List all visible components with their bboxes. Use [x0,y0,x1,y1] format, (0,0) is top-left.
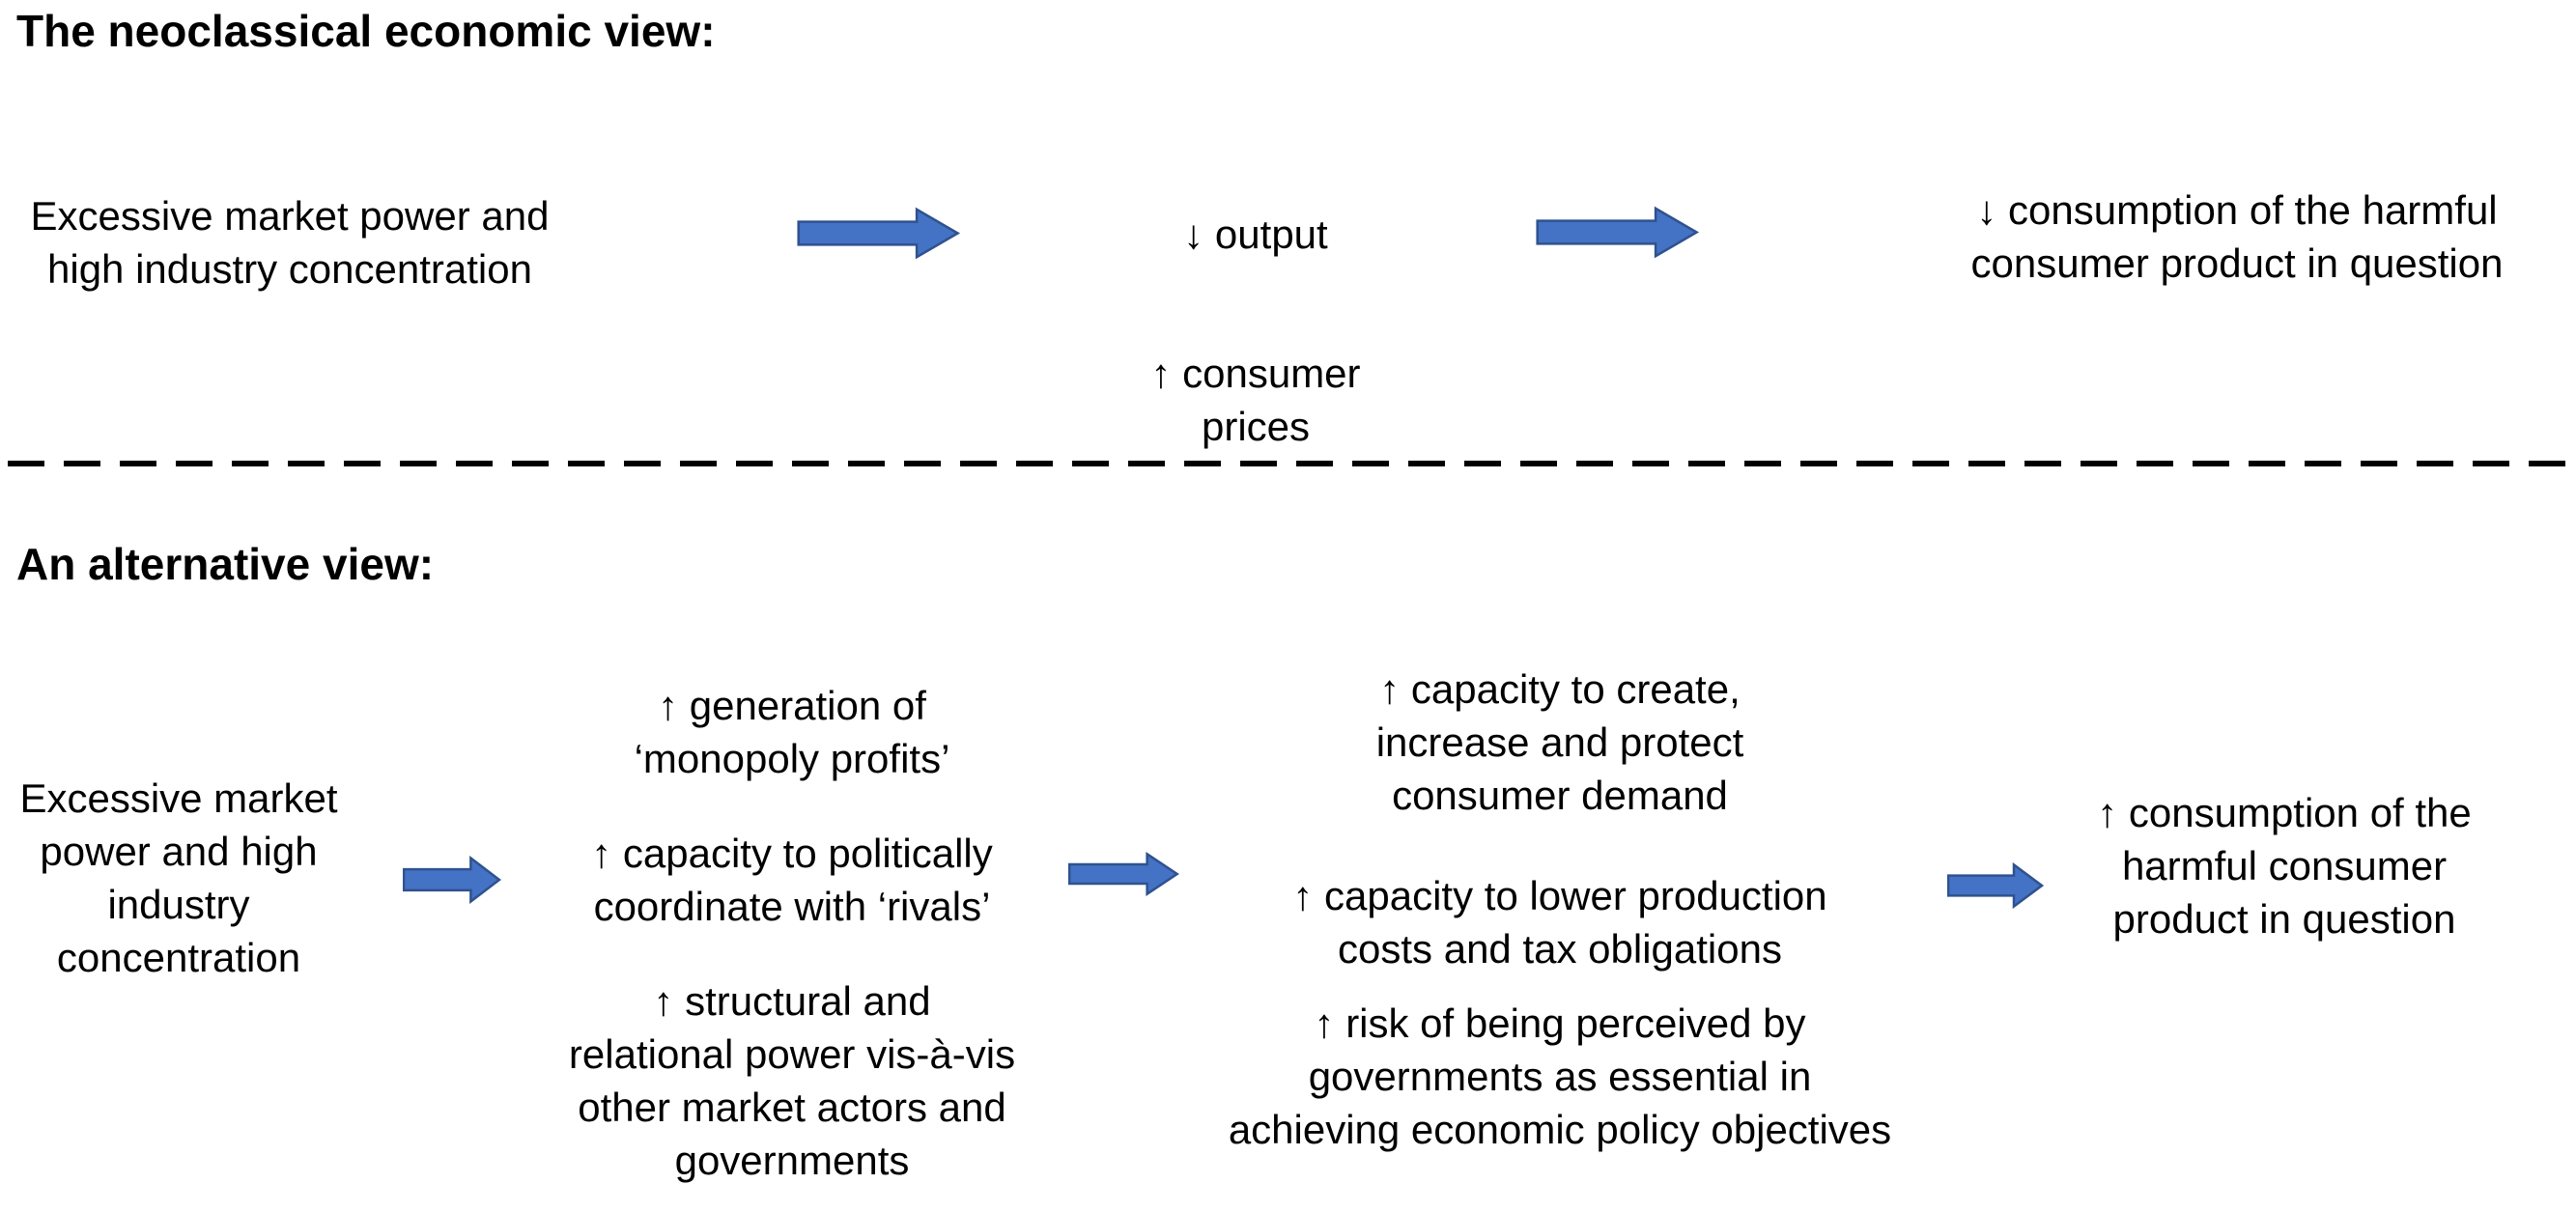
alt-capacity-item-1: ↑ capacity to create, increase and prote… [1375,666,1744,819]
flow-arrow-icon [403,856,501,904]
effect-output: ↓ output [1183,211,1328,258]
alt-capacity-item-3: ↑ risk of being perceived by governments… [1228,1001,1892,1153]
alternative-section-title: An alternative view: [16,539,435,589]
alt-outcome-node: ↑ consumption of the harmful consumer pr… [2097,790,2472,943]
alt-capacity-item-2: ↑ capacity to lower production costs and… [1292,873,1827,972]
neoclassical-mid-effects-node: ↓ output ↑ consumer prices [1082,155,1430,506]
alt-cause-node: Excessive market power and high industry… [19,775,338,981]
alt-mechanism-item-3: ↑ structural and relational power vis-à-… [568,978,1016,1184]
alt-mechanism-item-2: ↑ capacity to politically coordinate wit… [591,831,993,930]
neoclassical-outcome-node: ↓ consumption of the harmful consumer pr… [1970,187,2504,287]
neoclassical-cause-node: Excessive market power and high industry… [30,193,550,293]
flow-arrow-icon [1536,206,1700,259]
alt-mechanism-item-1: ↑ generation of ‘monopoly profits’ [634,683,950,782]
effect-consumer-prices: ↑ consumer prices [1150,351,1361,450]
section-divider [8,461,2568,466]
neoclassical-section-title: The neoclassical economic view: [16,6,716,56]
flow-arrow-icon [1947,862,2044,909]
flow-arrow-icon [1068,852,1179,896]
flow-arrow-icon [797,207,961,260]
